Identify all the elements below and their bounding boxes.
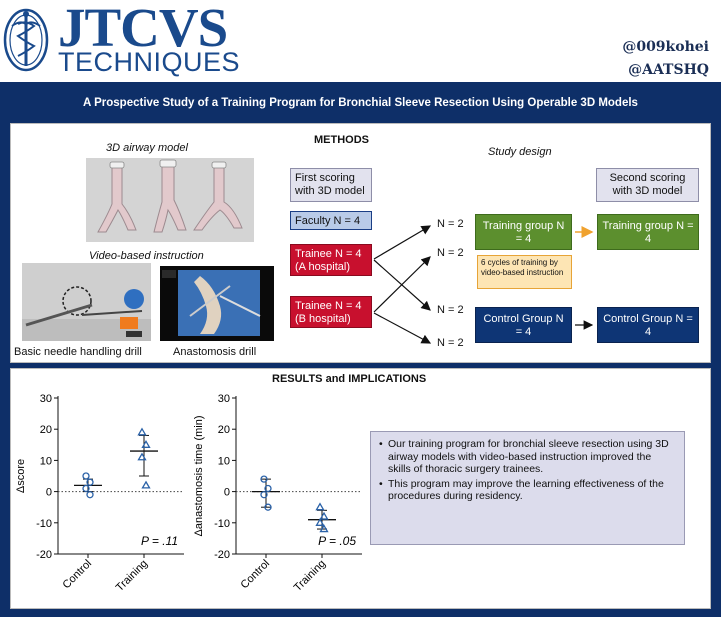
needle-drill-photo — [22, 263, 151, 341]
anastomosis-drill-caption: Anastomosis drill — [173, 346, 257, 358]
org-handle: @AATSHQ — [628, 62, 709, 78]
arrow-a-to-training — [373, 225, 432, 260]
trainee-b-box: Trainee N = 4 (B hospital) — [290, 296, 372, 328]
y-tick-label: -20 — [36, 549, 52, 561]
anastomosis-time-chart: Δanastomosis time (min) 30 20 10 0 -10 -20Cont… — [193, 393, 362, 594]
airway-model-icon — [86, 158, 254, 242]
p-value-label: P = .05 — [318, 534, 356, 548]
author-handle: @009kohei — [622, 39, 709, 55]
arrow-b-to-training — [373, 256, 431, 313]
results-heading: RESULTS and IMPLICATIONS — [272, 373, 427, 385]
n-label-2: N = 2 — [437, 247, 464, 259]
x-tick-label: Control — [239, 558, 273, 592]
n-label-4: N = 2 — [437, 337, 464, 349]
y-tick-label: 20 — [218, 424, 230, 436]
first-scoring-box: First scoring with 3D model — [290, 168, 372, 202]
data-point — [260, 475, 268, 483]
data-point — [141, 440, 151, 448]
data-point — [137, 427, 147, 436]
data-point — [82, 472, 90, 480]
y-tick-label: 10 — [218, 455, 230, 467]
data-point — [264, 484, 272, 493]
y-tick-label: -20 — [214, 549, 230, 561]
y-tick-label: -10 — [36, 518, 52, 530]
data-point — [319, 511, 329, 520]
anastomosis-drill-photo — [160, 266, 274, 341]
needle-drill-icon — [22, 263, 151, 341]
data-point — [264, 503, 272, 511]
data-point — [319, 524, 329, 533]
methods-heading: METHODS — [314, 134, 369, 146]
data-point — [315, 502, 325, 511]
data-point — [137, 452, 147, 461]
training-note-box: 6 cycles of training by video-based inst… — [477, 255, 572, 289]
journal-logo-subtitle: TECHNIQUES — [58, 47, 241, 77]
y-tick-label: 30 — [218, 393, 230, 405]
control-group-final-box: Control Group N = 4 — [597, 307, 699, 343]
y-tick-label: 0 — [224, 487, 230, 499]
arrow-b-to-control — [373, 312, 432, 344]
faculty-box: Faculty N = 4 — [290, 211, 372, 230]
data-point — [86, 491, 94, 499]
study-design-label: Study design — [488, 146, 552, 158]
training-group-final-box: Training group N = 4 — [597, 214, 699, 250]
video-instruction-label: Video-based instruction — [89, 250, 204, 262]
data-point — [260, 491, 268, 499]
x-tick-label: Training — [114, 558, 150, 594]
needle-drill-caption: Basic needle handling drill — [14, 346, 142, 358]
trainee-a-box: Trainee N = 4 (A hospital) — [290, 244, 372, 276]
control-group-box: Control Group N = 4 — [475, 307, 572, 343]
caduceus-logo-icon — [3, 8, 49, 72]
abstract-title: A Prospective Study of a Training Progra… — [83, 97, 638, 109]
x-tick-label: Training — [292, 558, 328, 594]
y-tick-label: 10 — [40, 455, 52, 467]
y-tick-label: 20 — [40, 424, 52, 436]
y-axis-label: Δanastomosis time (min) — [193, 415, 205, 536]
n-label-1: N = 2 — [437, 218, 464, 230]
data-point — [86, 478, 94, 486]
y-tick-label: -10 — [214, 518, 230, 530]
anastomosis-drill-icon — [160, 266, 274, 341]
summary-box: Our training program for bronchial sleev… — [370, 431, 685, 545]
y-tick-label: 30 — [40, 393, 52, 405]
summary-point-1: Our training program for bronchial sleev… — [379, 438, 676, 476]
y-axis-label: Δscore — [15, 459, 27, 493]
second-scoring-box: Second scoring with 3D model — [596, 168, 699, 202]
airway-model-label: 3D airway model — [106, 142, 188, 154]
data-point — [315, 518, 325, 526]
n-label-3: N = 2 — [437, 304, 464, 316]
y-tick-label: 0 — [46, 487, 52, 499]
p-value-label: P = .11 — [141, 534, 178, 548]
journal-logo-title: JTCVS — [58, 0, 228, 58]
x-tick-label: Control — [61, 558, 95, 592]
summary-point-2: This program may improve the learning ef… — [379, 478, 676, 503]
data-point — [141, 480, 151, 489]
airway-model-image — [86, 158, 254, 242]
training-group-box: Training group N = 4 — [475, 214, 572, 250]
data-point — [82, 484, 90, 493]
